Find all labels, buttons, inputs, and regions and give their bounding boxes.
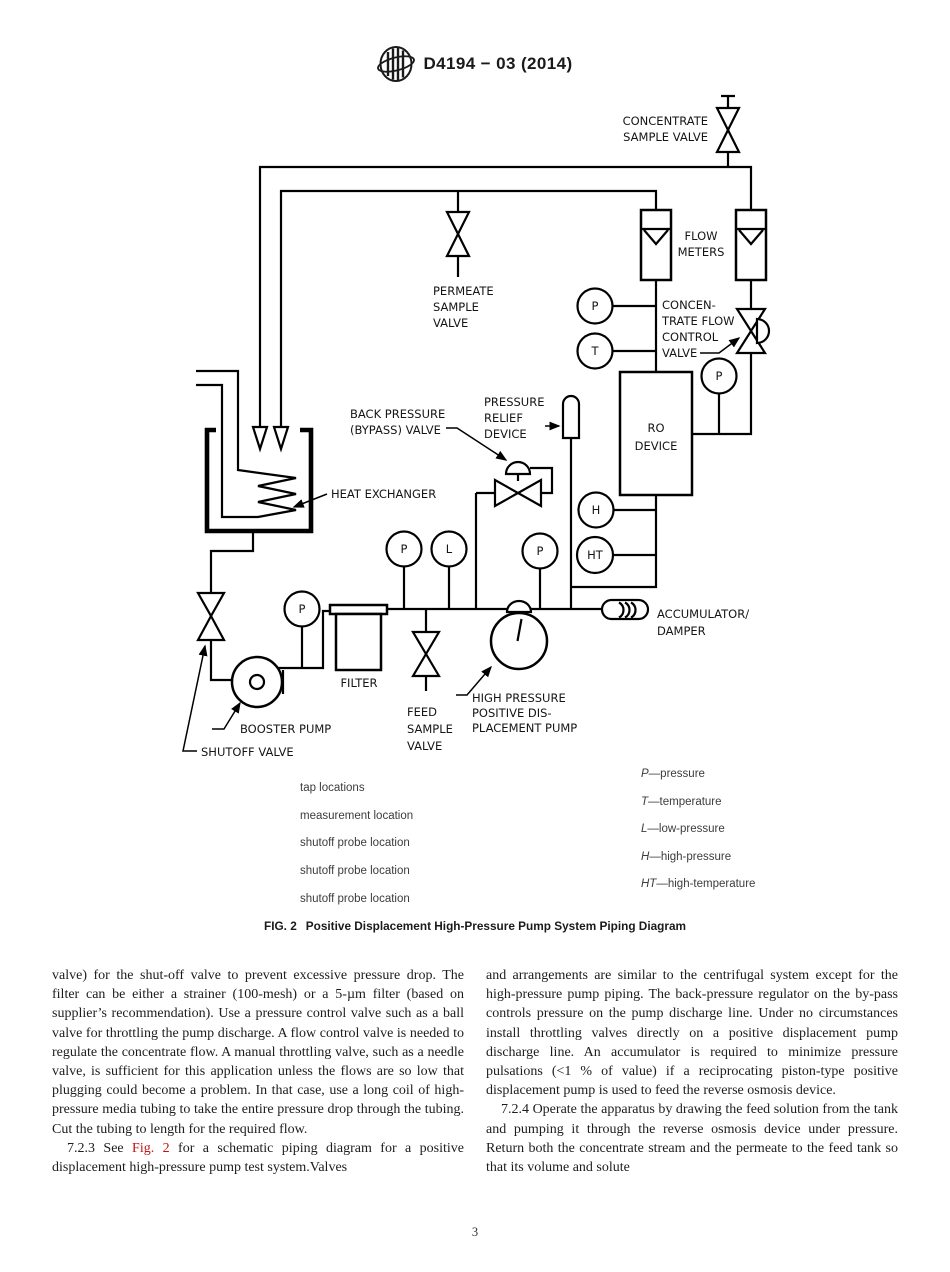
fig-2-link[interactable]: Fig. 2 bbox=[132, 1140, 170, 1156]
pressure-tap-label: P bbox=[299, 602, 306, 616]
low-pressure-probe-label: L bbox=[446, 542, 453, 556]
paragraph: valve) for the shut-off valve to prevent… bbox=[52, 968, 464, 1137]
pressure-tap-label: P bbox=[401, 542, 408, 556]
page-number: 3 bbox=[471, 1225, 479, 1239]
piping-lines bbox=[196, 94, 753, 691]
permeate-sample-valve-label: SAMPLE bbox=[433, 300, 479, 314]
feed-inlet-arrow bbox=[272, 425, 290, 453]
booster-pump bbox=[230, 655, 285, 709]
feed-sample-valve-label: SAMPLE bbox=[407, 722, 453, 736]
back-pressure-valve-label: BACK PRESSURE bbox=[350, 407, 445, 421]
concentrate-sample-valve bbox=[715, 106, 741, 154]
concentrate-sample-valve-label: SAMPLE VALVE bbox=[623, 130, 708, 144]
flow-meters-label: FLOW bbox=[684, 229, 717, 243]
shutoff-valve-label: SHUTOFF VALVE bbox=[201, 745, 294, 759]
legend-item: T—temperature bbox=[641, 795, 722, 808]
concentrate-flow-control-valve-label: VALVE bbox=[662, 346, 697, 360]
heat-exchanger-label: HEAT EXCHANGER bbox=[331, 487, 436, 501]
legend-item: shutoff probe location bbox=[300, 837, 410, 850]
back-pressure-valve-label: (BYPASS) VALVE bbox=[350, 423, 441, 437]
feed-sample-valve bbox=[411, 630, 441, 678]
concentrate-flow-control-valve-label: CONCEN- bbox=[662, 298, 716, 312]
concentrate-sample-valve-label: CONCENTRATE bbox=[623, 114, 708, 128]
high-pressure-pump-label: HIGH PRESSURE bbox=[472, 691, 566, 705]
concentrate-flow-control-valve bbox=[734, 307, 771, 355]
legend-item: P—pressure bbox=[641, 768, 705, 780]
flow-meters bbox=[639, 208, 768, 282]
permeate-sample-valve-label: VALVE bbox=[433, 316, 468, 330]
pressure-relief-device-label: PRESSURE bbox=[484, 395, 544, 409]
filter bbox=[328, 603, 389, 672]
paragraph-7-2-3: 7.2.3 See Fig. 2 for a schematic piping … bbox=[52, 1140, 464, 1176]
astm-logo-icon bbox=[377, 46, 416, 82]
figure-caption: FIG. 2 Positive Displacement High-Pressur… bbox=[0, 919, 950, 933]
high-temperature-probe-label: HT bbox=[587, 548, 604, 562]
legend-item: L—low-pressure bbox=[641, 823, 725, 836]
figure-title: Positive Displacement High-Pressure Pump… bbox=[305, 919, 687, 933]
accumulator-damper bbox=[600, 598, 650, 621]
accumulator-label: ACCUMULATOR/ bbox=[657, 607, 749, 621]
body-column-left: valve) for the shut-off valve to prevent… bbox=[52, 966, 464, 1177]
feed-tank bbox=[204, 425, 314, 534]
concentrate-flow-control-valve-label: CONTROL bbox=[662, 330, 719, 344]
pressure-relief-device bbox=[561, 394, 581, 440]
concentrate-flow-control-valve-label: TRATE FLOW bbox=[661, 314, 735, 328]
diagram-labels: CONCENTRATE SAMPLE VALVE PERMEATE SAMPLE… bbox=[201, 114, 749, 759]
feed-sample-valve-label: FEED bbox=[407, 705, 437, 719]
legend-item: H—high-pressure bbox=[641, 850, 732, 863]
page-header: D4194 − 03 (2014) bbox=[0, 44, 950, 89]
pressure-tap-label: P bbox=[592, 299, 599, 313]
ro-device-label: DEVICE bbox=[635, 439, 678, 453]
accumulator-label: DAMPER bbox=[657, 624, 706, 638]
leader-lines bbox=[182, 337, 741, 752]
legend-item: shutoff probe location bbox=[300, 865, 410, 878]
doc-number: D4194 − 03 (2014) bbox=[423, 54, 573, 73]
paragraph: and arrangements are similar to the cent… bbox=[486, 968, 898, 1099]
legend-item: measurement location bbox=[300, 809, 414, 822]
pressure-tap-label: P bbox=[716, 369, 723, 383]
piping-diagram: P T P H HT P L P P bbox=[182, 94, 771, 759]
body-column-right: and arrangements are similar to the cent… bbox=[486, 966, 898, 1177]
permeate-sample-valve bbox=[445, 210, 471, 258]
high-pressure-pump bbox=[489, 599, 549, 671]
temperature-tap-label: T bbox=[590, 344, 599, 358]
feed-inlet-arrow bbox=[251, 425, 269, 453]
permeate-sample-valve-label: PERMEATE bbox=[433, 284, 494, 298]
pressure-tap-label: P bbox=[537, 544, 544, 558]
high-pressure-pump-label: POSITIVE DIS- bbox=[472, 706, 552, 720]
filter-label: FILTER bbox=[340, 676, 377, 690]
figure-number: FIG. 2 bbox=[263, 919, 297, 933]
back-pressure-bypass-valve bbox=[493, 460, 543, 508]
legend-item: shutoff probe location bbox=[300, 892, 410, 905]
legend-locations: tap locations measurement location shuto… bbox=[300, 775, 413, 914]
feed-sample-valve-label: VALVE bbox=[407, 739, 442, 753]
high-pressure-pump-label: PLACEMENT PUMP bbox=[472, 721, 577, 735]
instrument-bubbles: P T P H HT P L P P bbox=[283, 287, 738, 628]
shutoff-valve bbox=[196, 591, 226, 642]
paragraph-7-2-4: 7.2.4 Operate the apparatus by drawing t… bbox=[486, 1102, 898, 1176]
high-pressure-probe-label: H bbox=[592, 503, 601, 517]
legend-item: tap locations bbox=[300, 782, 365, 794]
pressure-relief-device-label: RELIEF bbox=[484, 411, 523, 425]
booster-pump-label: BOOSTER PUMP bbox=[240, 722, 331, 736]
legend-item: HT—high-temperature bbox=[641, 878, 756, 891]
flow-meters-label: METERS bbox=[678, 245, 725, 259]
legend-symbols: P—pressure T—temperature L—low-pressure … bbox=[641, 761, 755, 899]
ro-device-label: RO bbox=[647, 421, 664, 435]
pressure-relief-device-label: DEVICE bbox=[484, 427, 527, 441]
ro-device bbox=[618, 370, 694, 497]
